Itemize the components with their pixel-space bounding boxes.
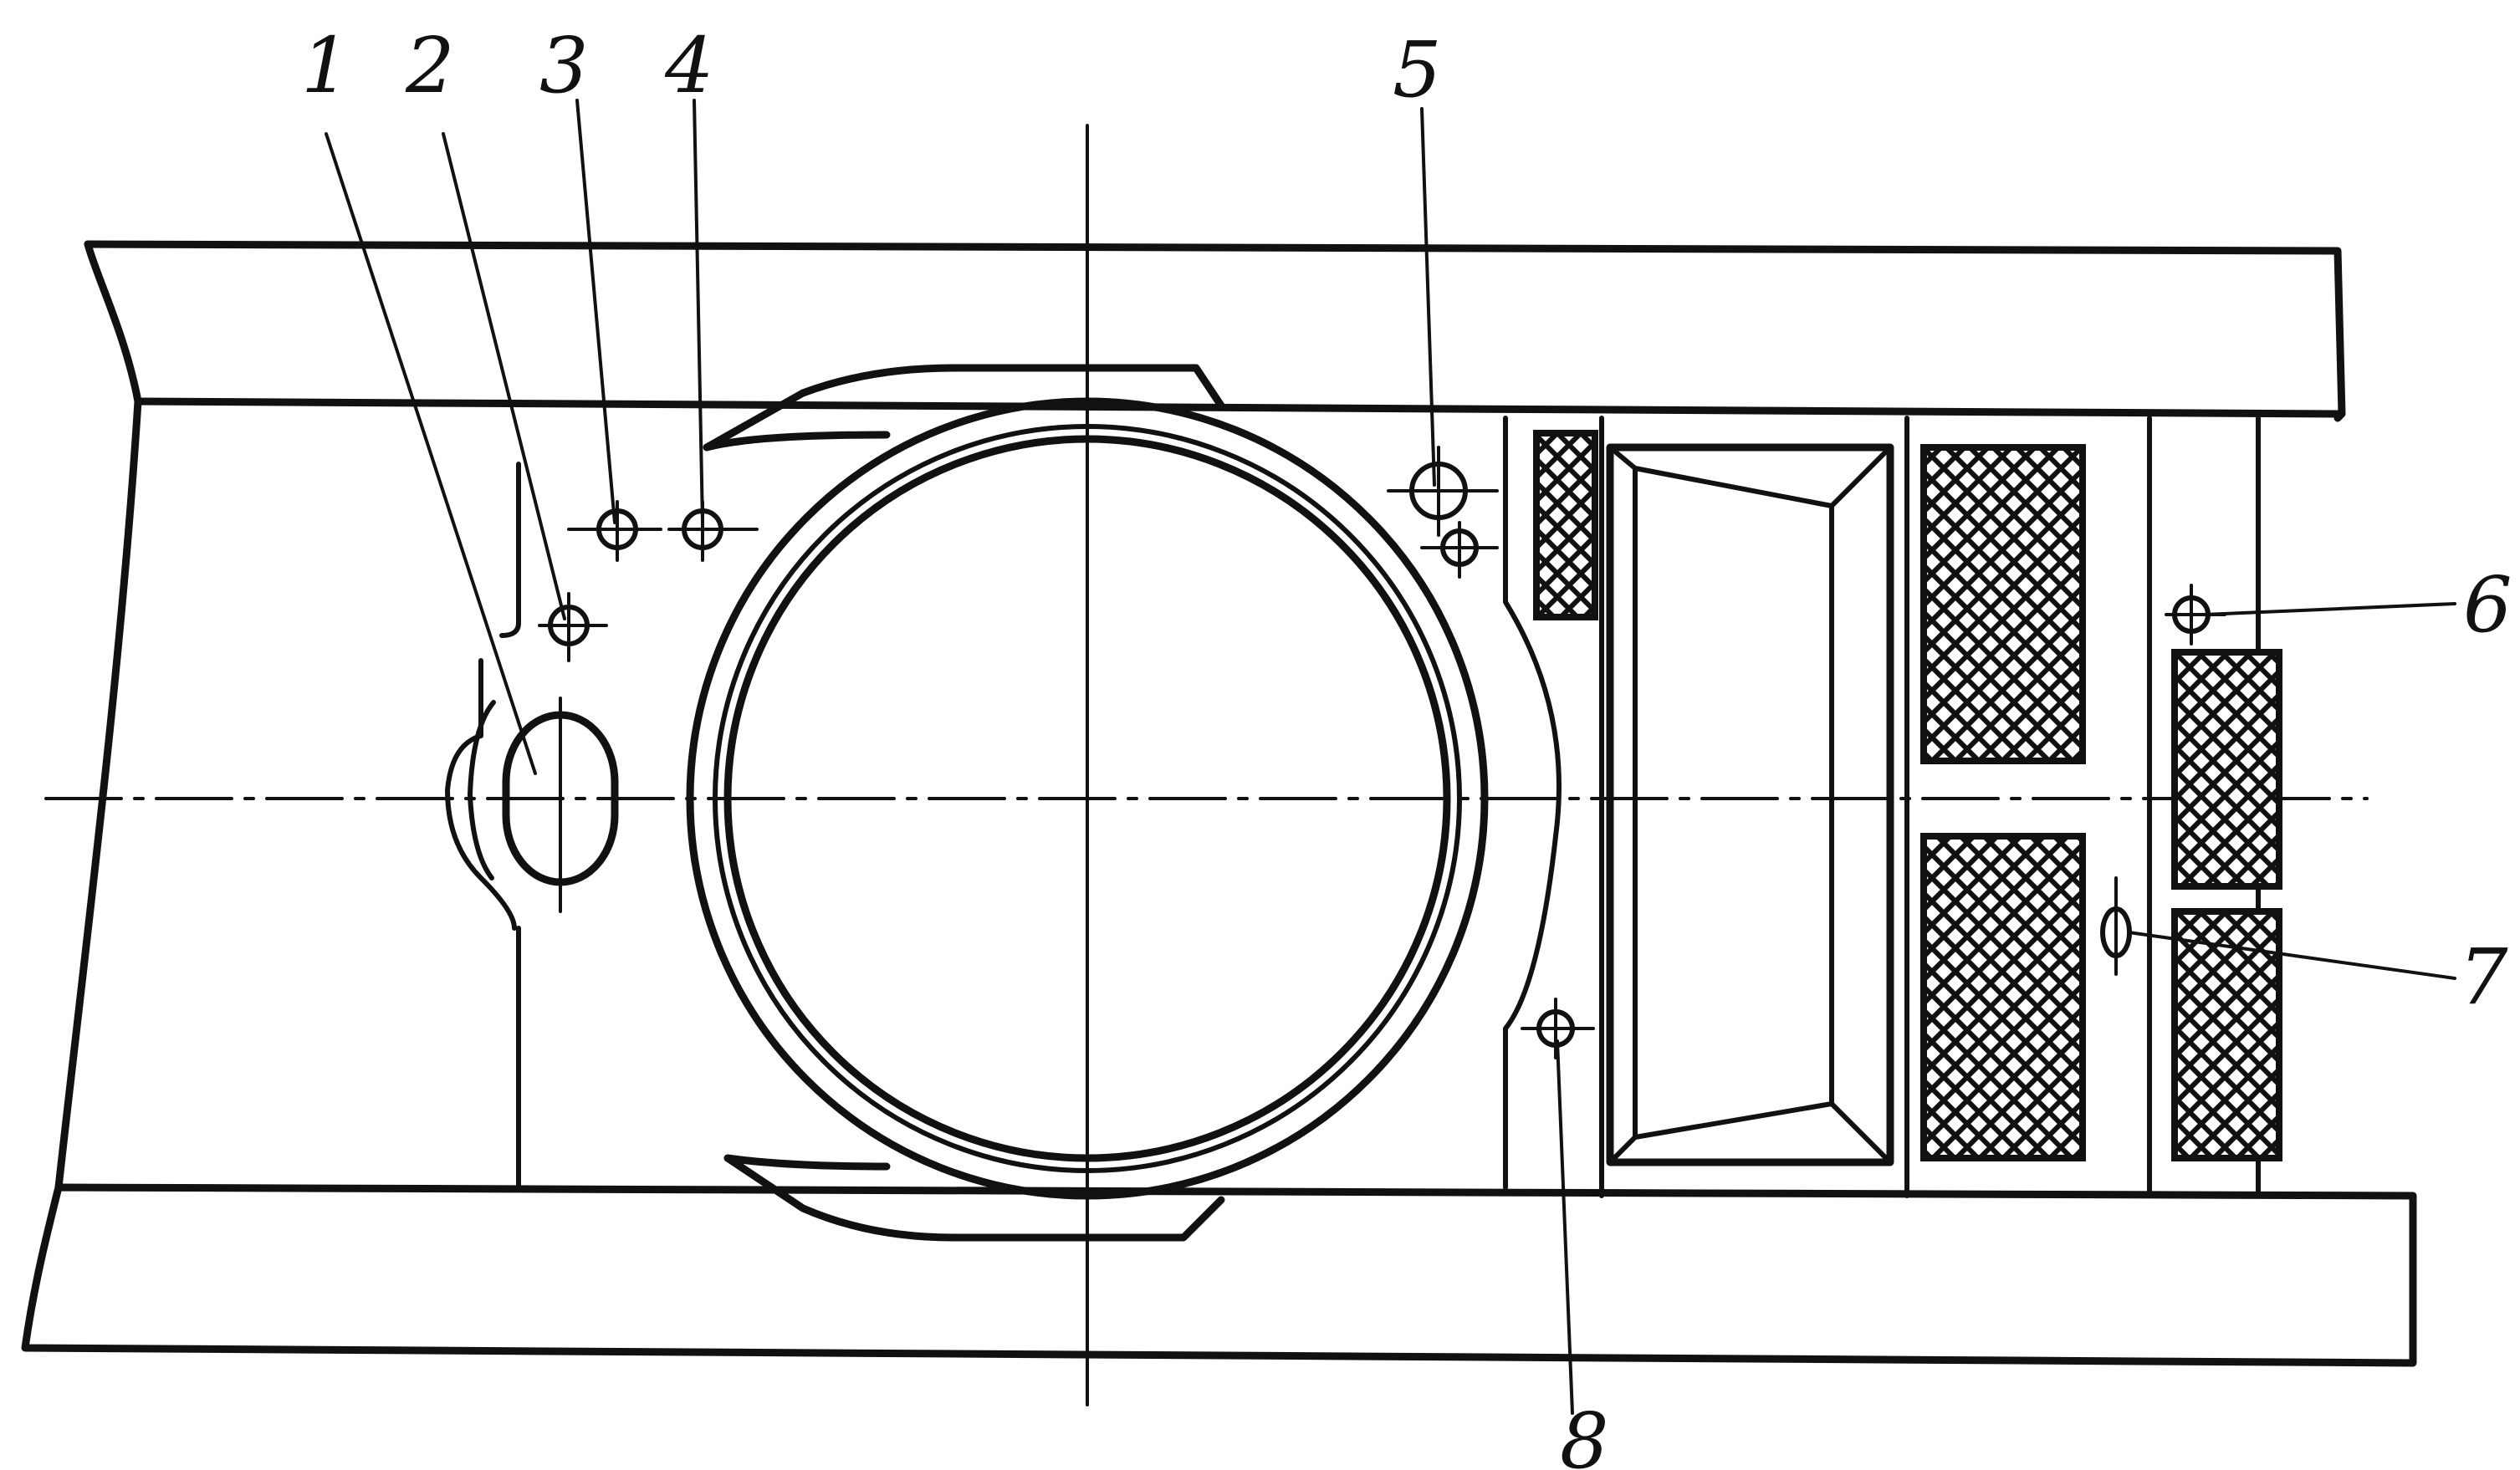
callout-4: 4 — [664, 21, 714, 110]
center-lines — [44, 124, 2369, 1406]
central-ring — [686, 364, 1489, 1242]
mesh-panel-right-lower — [2171, 908, 2282, 1161]
side-wall — [1503, 416, 1562, 1190]
ring-inner — [723, 435, 1451, 1162]
frame — [21, 240, 2417, 1367]
left-lug — [445, 658, 517, 931]
hole-2 — [538, 592, 608, 662]
bottom-rail — [21, 1183, 2417, 1367]
hole-7 — [2100, 876, 2132, 976]
callout-1: 1 — [301, 21, 350, 110]
hole-8 — [1521, 998, 1595, 1059]
callout-5: 5 — [1393, 25, 1442, 115]
hole-5 — [1387, 446, 1499, 537]
hole-markers — [538, 446, 2226, 1059]
leader-5 — [1420, 107, 1436, 487]
leader-3 — [575, 99, 616, 524]
callout-3: 3 — [539, 21, 589, 110]
mesh-panel-lower — [1920, 833, 2086, 1161]
upper-flange — [703, 364, 1225, 452]
mesh-panel-right-upper — [2171, 649, 2282, 890]
hole-5b — [1420, 521, 1499, 579]
callout-2: 2 — [405, 21, 455, 110]
left-body — [445, 462, 619, 1190]
top-rail — [84, 240, 2346, 422]
lower-flange — [723, 1154, 1225, 1242]
callout-7: 7 — [2459, 932, 2508, 1022]
hole-4 — [667, 500, 759, 562]
mesh-panel-upper — [1920, 444, 2086, 764]
leader-6 — [2202, 602, 2456, 616]
top-rail-left-edge — [84, 240, 142, 406]
window-bevel — [1608, 445, 1893, 1165]
hole-3 — [567, 500, 662, 562]
leader-8 — [1556, 1039, 1574, 1415]
right-compartment — [1503, 416, 2282, 1198]
leader-2 — [442, 132, 566, 620]
left-wall — [54, 397, 142, 1192]
leader-lines — [325, 99, 2456, 1415]
leader-4 — [693, 99, 704, 524]
leader-1 — [325, 132, 537, 775]
left-web-line — [499, 462, 521, 1190]
callout-labels: 1 2 3 4 5 6 7 8 — [301, 21, 2512, 1470]
ring-middle — [713, 424, 1462, 1173]
callout-6: 6 — [2463, 560, 2512, 650]
ring-outer — [686, 397, 1489, 1200]
mesh-panel-small — [1533, 430, 1598, 620]
left-lug-inner — [468, 700, 496, 880]
leader-7 — [2127, 931, 2456, 980]
callout-8: 8 — [1560, 1396, 1609, 1470]
window-frame — [1606, 443, 1894, 1166]
